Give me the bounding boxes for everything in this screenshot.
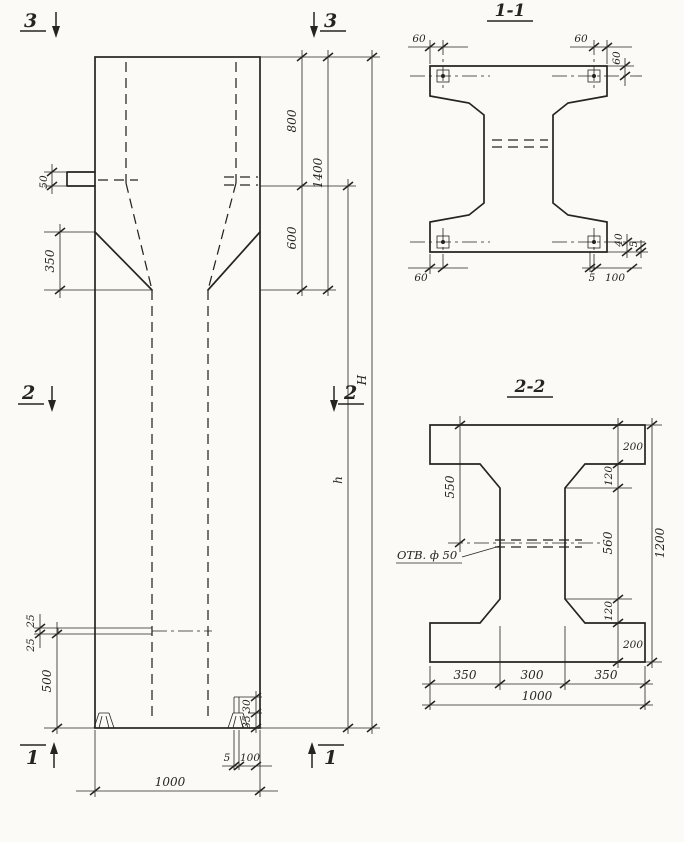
- dim-60-right: 60: [611, 51, 623, 65]
- dim-h: h: [331, 476, 345, 484]
- dim-40-right: 40: [613, 233, 625, 248]
- dim-120-bottom: 120: [603, 601, 615, 621]
- dim-5: 5: [224, 752, 231, 764]
- section-2-2-view: 2-2 ОТВ. ф 50: [396, 377, 667, 710]
- haunch-left: [94, 231, 153, 291]
- embedded-plates: [436, 69, 601, 249]
- mark-1-right-label: 1: [324, 747, 337, 769]
- section-1-1-title: 1-1: [495, 1, 526, 21]
- dimension-lines: [39, 50, 373, 792]
- section-arrow-up-icon: [308, 742, 316, 754]
- dim-1000-section: 1000: [522, 689, 553, 703]
- dim-5-right: 5: [628, 240, 640, 247]
- section-mark-1-right: 1: [308, 742, 344, 769]
- dim-350-right: 350: [595, 668, 618, 682]
- dim-25-top: 25: [25, 614, 37, 629]
- dim-500: 500: [40, 669, 54, 692]
- dim-5-bottom: 5: [589, 272, 596, 284]
- ledge-left: [66, 171, 96, 187]
- dim-200-top: 200: [622, 441, 643, 453]
- section-2-2-title: 2-2: [514, 377, 546, 397]
- dim-1000: 1000: [155, 775, 186, 789]
- hidden-edges: [98, 62, 258, 716]
- mark-2-left-label: 2: [21, 382, 35, 404]
- lower-hole-lines: [57, 627, 212, 635]
- dim-30: 30: [241, 699, 253, 713]
- base-foot-right: [227, 712, 249, 729]
- haunch-right: [207, 231, 261, 291]
- dim-25-bottom: 25: [25, 638, 37, 653]
- section-2-2-dims: [422, 416, 662, 710]
- dim-550: 550: [443, 475, 457, 498]
- section-arrow-down-icon: [48, 400, 56, 412]
- dim-1200: 1200: [653, 527, 667, 558]
- column-outline: [94, 56, 261, 729]
- section-1-1-view: 1-1: [408, 1, 648, 284]
- mark-3-right-label: 3: [324, 10, 337, 32]
- dim-300: 300: [521, 668, 544, 682]
- dim-800: 800: [285, 109, 299, 132]
- section-arrow-down-icon: [310, 26, 318, 38]
- mark-2-right-label: 2: [343, 382, 357, 404]
- dim-1400: 1400: [311, 157, 325, 188]
- base-foot-left: [93, 712, 115, 729]
- dim-50: 50: [38, 175, 50, 189]
- section-1-1-outline: [429, 65, 608, 253]
- hole-leader: [461, 545, 501, 558]
- extension-lines: [34, 56, 380, 797]
- section-mark-2-right: 2: [330, 382, 364, 412]
- section-arrow-down-icon: [52, 26, 60, 38]
- dim-560: 560: [601, 531, 615, 554]
- section-mark-1-left: 1: [20, 742, 58, 769]
- dim-600: 600: [285, 226, 299, 249]
- dim-60-top-left: 60: [412, 33, 426, 45]
- dim-350: 350: [43, 249, 57, 272]
- dim-350-left: 350: [454, 668, 477, 682]
- dim-60-bottom-left: 60: [414, 272, 428, 284]
- mark-3-left-label: 3: [24, 10, 37, 32]
- dim-100: 100: [240, 752, 260, 764]
- dim-200-bottom: 200: [622, 639, 643, 651]
- mark-1-left-label: 1: [26, 747, 39, 769]
- section-mark-3-left: 3: [20, 10, 60, 38]
- elevation-view: 3 3 2 2 1: [18, 10, 380, 797]
- centerlines: [410, 40, 648, 272]
- section-arrow-up-icon: [50, 742, 58, 754]
- dim-60-top-right: 60: [574, 33, 588, 45]
- section-mark-3-right: 3: [310, 10, 346, 38]
- dim-120-top: 120: [603, 466, 615, 486]
- dim-H: H: [355, 374, 369, 386]
- dim-35: 35: [241, 715, 253, 729]
- section-arrow-down-icon: [330, 400, 338, 412]
- base-plate-right: [233, 696, 240, 713]
- dim-100-bottom: 100: [605, 272, 625, 284]
- dimension-ticks: [34, 52, 378, 796]
- hole-label: ОТВ. ф 50: [397, 548, 457, 562]
- section-1-1-dims: [408, 40, 648, 274]
- section-mark-2-left: 2: [18, 382, 56, 412]
